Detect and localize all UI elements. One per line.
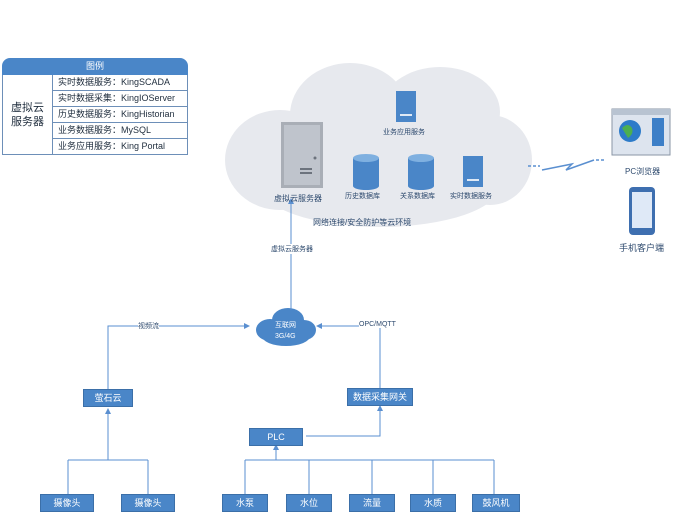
water-quality-box: 水质 [410, 494, 456, 512]
legend-row: 实时数据采集：KingIOServer [53, 91, 187, 107]
virtual-server-label: 虚拟云服务器 [274, 194, 322, 203]
legend-row: 业务数据服务：MySQL [53, 123, 187, 139]
mobile-client-label: 手机客户端 [619, 243, 665, 253]
internet-cloud-icon [256, 308, 316, 346]
legend-group-label: 虚拟云服务器 [3, 75, 53, 154]
link-label-video: 视频流 [138, 321, 159, 331]
relation-db-label: 关系数据库 [400, 193, 435, 200]
pump-box: 水泵 [222, 494, 268, 512]
blower-box: 鼓风机 [472, 494, 520, 512]
realtime-service-label: 实时数据服务 [450, 193, 492, 200]
app-service-label: 业务应用服务 [383, 129, 425, 136]
link-label-protocol: OPC/MQTT [359, 321, 396, 328]
server-tower-icon [281, 122, 323, 188]
link-label-virtual-server: 虚拟云服务器 [271, 244, 313, 254]
wireless-link-icon [528, 159, 606, 171]
legend-group-label-text: 虚拟云服务器 [11, 101, 44, 128]
yingshi-cloud-box: 萤石云 [83, 389, 133, 407]
pc-browser-label: PC浏览器 [625, 167, 661, 176]
connector-lines [67, 198, 495, 494]
legend-title: 图例 [2, 58, 188, 75]
legend-rows: 实时数据服务：KingSCADA 实时数据采集：KingIOServer 历史数… [53, 75, 187, 154]
cloud-shape [225, 63, 532, 227]
legend-table: 图例 虚拟云服务器 实时数据服务：KingSCADA 实时数据采集：KingIO… [2, 58, 188, 155]
plc-box: PLC [249, 428, 303, 446]
legend-row: 实时数据服务：KingSCADA [53, 75, 187, 91]
pc-browser-icon [611, 108, 671, 156]
legend-row: 历史数据服务：KingHistorian [53, 107, 187, 123]
legend-row: 业务应用服务：King Portal [58, 141, 166, 151]
relation-database-icon [408, 154, 434, 190]
realtime-server-icon [463, 156, 483, 187]
app-server-icon [396, 91, 416, 122]
data-gateway-box: 数据采集网关 [347, 388, 413, 406]
camera-box: 摄像头 [121, 494, 175, 512]
history-db-label: 历史数据库 [345, 193, 380, 200]
mobile-phone-icon [629, 187, 655, 235]
legend-body: 虚拟云服务器 实时数据服务：KingSCADA 实时数据采集：KingIOSer… [2, 75, 188, 155]
cloud-env-caption: 网络连接/安全防护等云环境 [313, 218, 412, 227]
camera-box: 摄像头 [40, 494, 94, 512]
internet-label: 互联网 [275, 322, 296, 329]
internet-sublabel: 3G/4G [275, 333, 296, 340]
history-database-icon [353, 154, 379, 190]
water-level-box: 水位 [286, 494, 332, 512]
flow-box: 流量 [349, 494, 395, 512]
